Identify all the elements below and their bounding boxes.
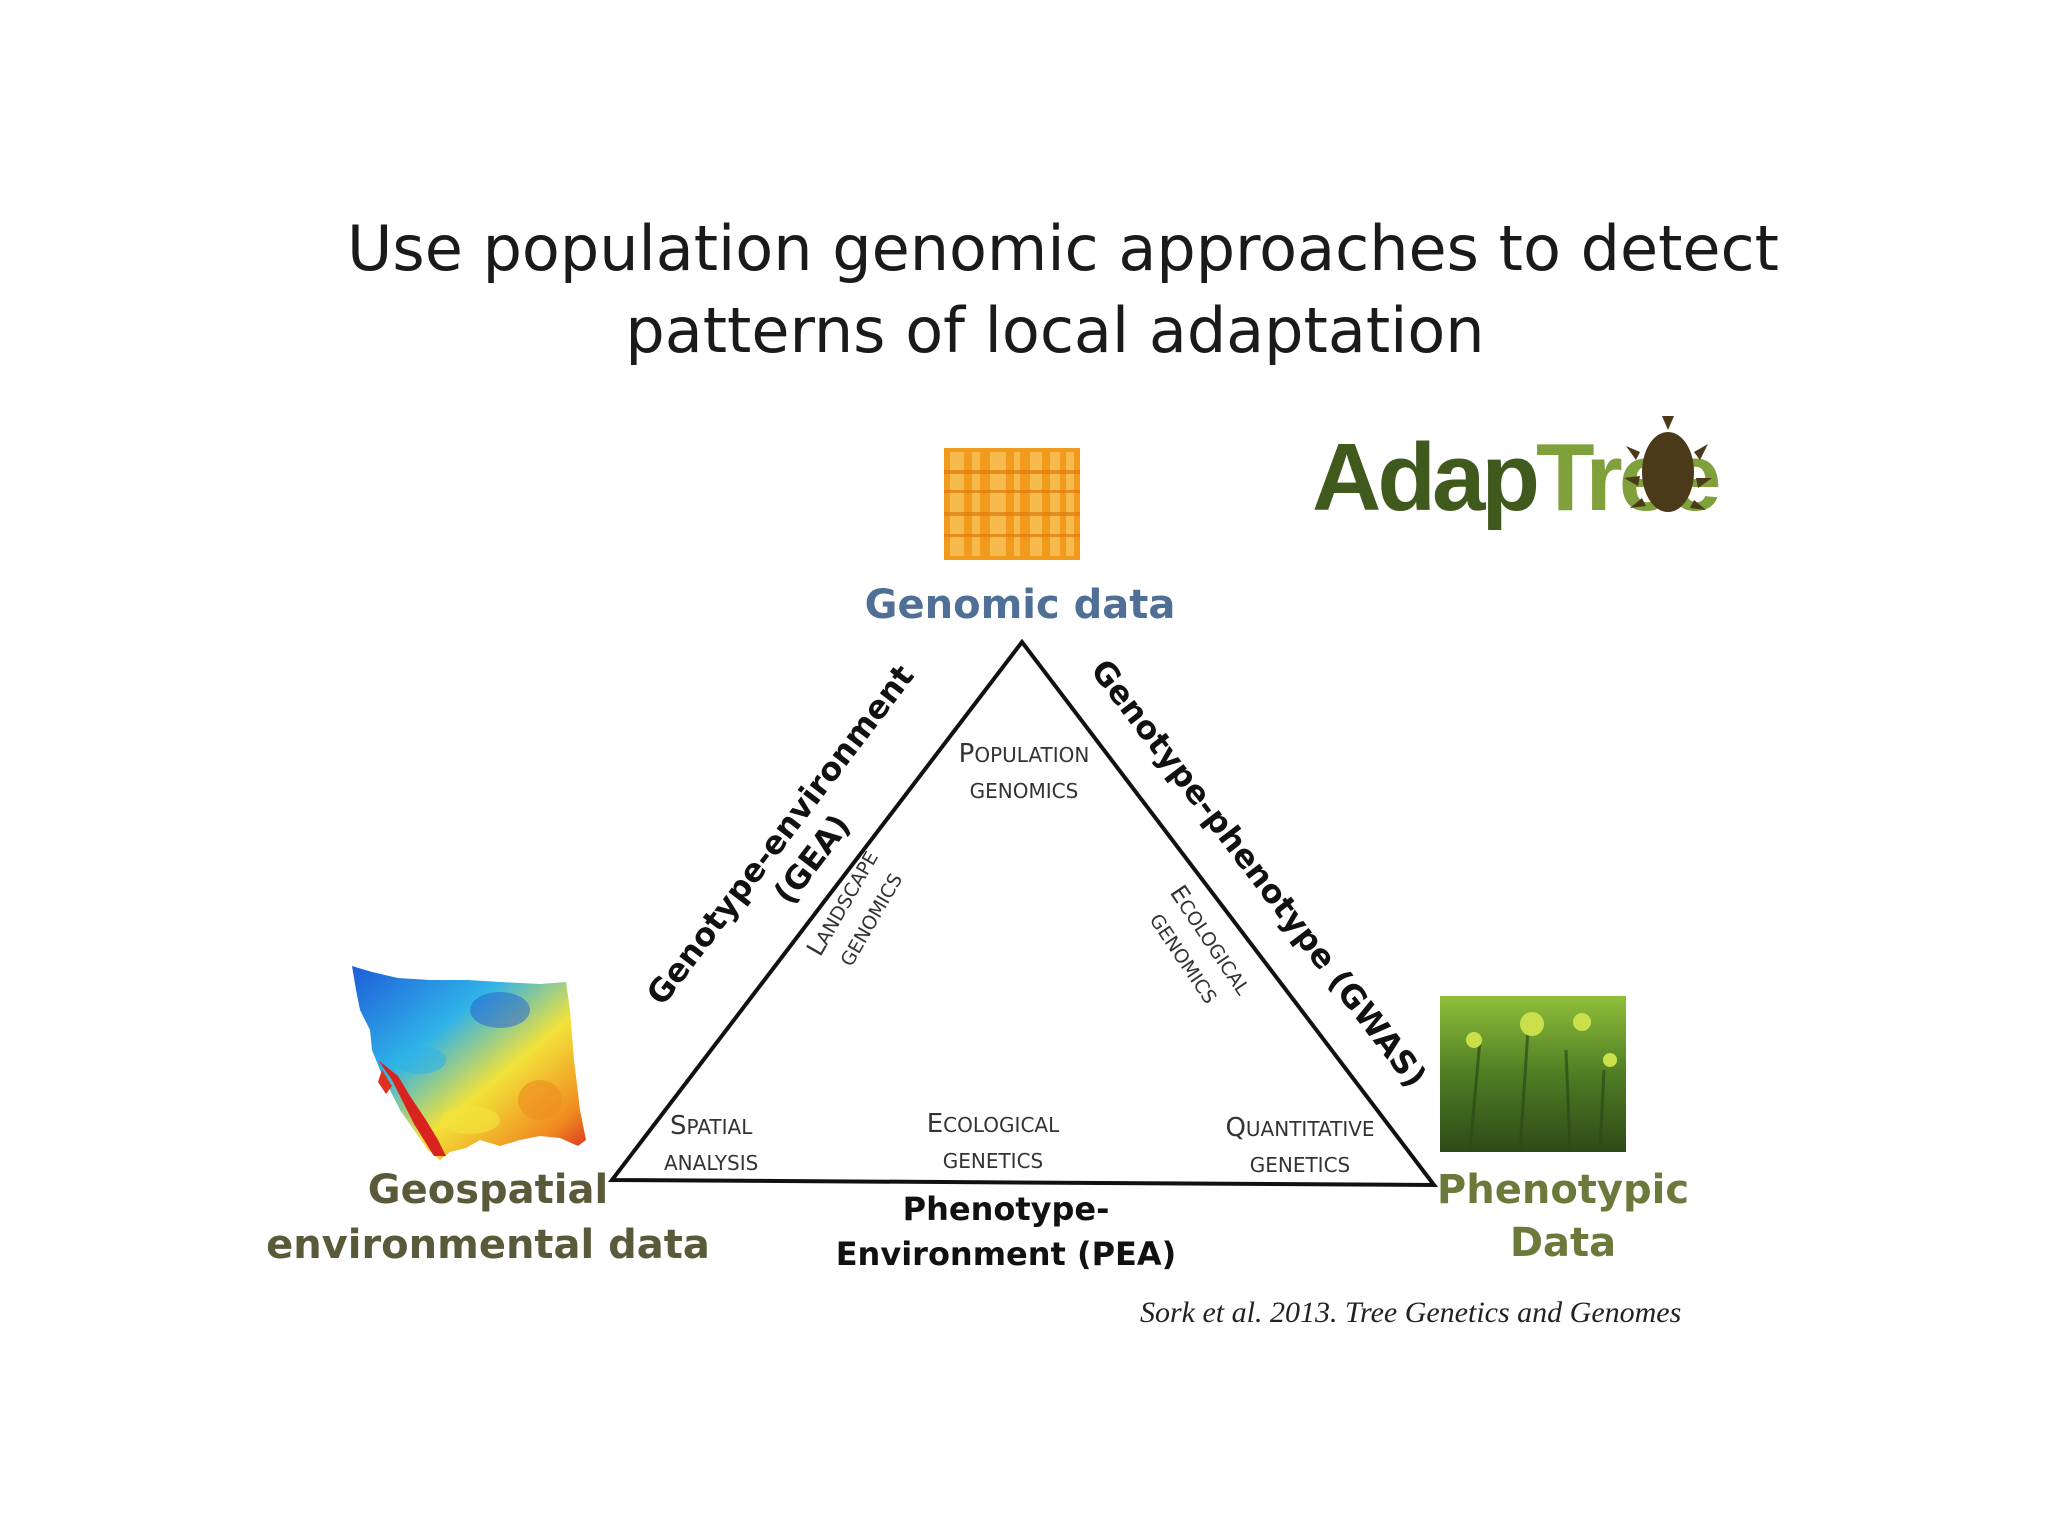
- field-quantitative-genetics-line2: GENETICS: [1250, 1153, 1351, 1177]
- field-spatial-analysis-line1: SPATIAL: [670, 1111, 753, 1141]
- field-quantitative-genetics-line1: QUANTITATIVE: [1225, 1113, 1374, 1143]
- logo-part1: Adap: [1312, 424, 1536, 531]
- node-genomic-data: Genomic data: [865, 582, 1176, 628]
- field-ecological-genetics-line1: ECOLOGICAL: [927, 1109, 1060, 1139]
- slide-title-line2: patterns of local adaptation: [625, 294, 1484, 367]
- genomic-heatmap-image: [944, 448, 1080, 560]
- field-spatial-analysis-line2: ANALYSIS: [664, 1151, 758, 1175]
- field-population-genomics-line2: GENOMICS: [970, 779, 1079, 803]
- field-ecological-genomics: ECOLOGICAL GENOMICS: [1145, 880, 1254, 1008]
- edge-right-group: Genotype-phenotype (GWAS): [1083, 652, 1434, 1095]
- field-population-genomics-line1: POPULATION: [959, 739, 1090, 769]
- citation: Sork et al. 2013. Tree Genetics and Geno…: [1140, 1296, 1681, 1329]
- node-geospatial-line1: Geospatial: [368, 1167, 608, 1213]
- edge-genotype-phenotype: Genotype-phenotype (GWAS): [1083, 652, 1434, 1095]
- relationship-triangle: [607, 638, 1439, 1188]
- edge-phenotype: Phenotype-: [903, 1190, 1110, 1228]
- node-phenotypic-line2: Data: [1510, 1220, 1616, 1266]
- adaptree-logo: AdapTree: [1312, 416, 1723, 531]
- pinecone-icon: [1624, 416, 1712, 512]
- node-phenotypic-line1: Phenotypic: [1437, 1167, 1689, 1213]
- slide-title-line1: Use population genomic approaches to det…: [347, 212, 1779, 285]
- field-ecological-genetics-line2: GENETICS: [943, 1149, 1044, 1173]
- phenotypic-plant-image: [1440, 996, 1626, 1152]
- edge-left-group: Genotype-environment (GEA): [639, 658, 922, 1013]
- geospatial-map-image: [352, 966, 586, 1160]
- node-geospatial-line2: environmental data: [266, 1222, 710, 1268]
- edge-environment-pea: Environment (PEA): [836, 1235, 1177, 1273]
